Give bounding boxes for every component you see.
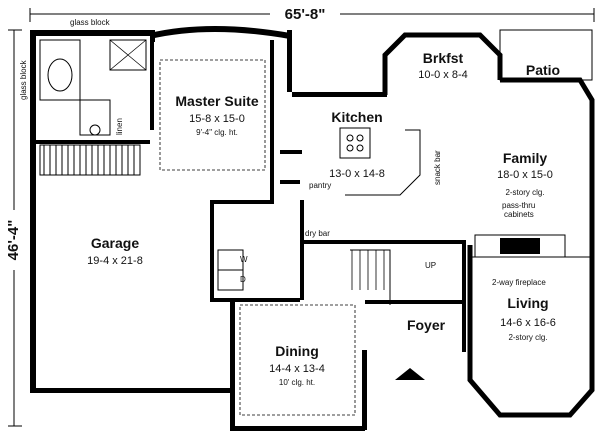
width-label: 65'-8" — [285, 6, 326, 23]
depth-label: 46'-4" — [5, 220, 22, 261]
room-foyer: Foyer — [407, 317, 446, 333]
room-dim: 10-0 x 8-4 — [418, 69, 468, 81]
interior-walls — [36, 30, 466, 352]
linen-note: linen — [115, 118, 124, 135]
fireplace-note: 2-way fireplace — [492, 278, 546, 287]
room-master-suite: Master Suite 15-8 x 15-0 9'-4" clg. ht. — [175, 93, 258, 137]
room-garage: Garage 19-4 x 21-8 — [87, 235, 143, 267]
pantry-note: pantry — [309, 181, 331, 190]
depth-dimension: 46'-4" — [2, 29, 22, 427]
room-note: 2-story clg. — [508, 333, 547, 342]
snack-bar-note: snack bar — [433, 150, 442, 185]
room-dim: 13-0 x 14-8 — [329, 168, 385, 180]
dryer-note: D — [240, 275, 246, 284]
room-name: Foyer — [407, 317, 446, 333]
room-name: Kitchen — [331, 109, 382, 125]
room-name: Living — [507, 295, 548, 311]
up-note: UP — [425, 261, 436, 270]
glass-block-side-note: glass block — [19, 59, 28, 100]
room-name: Patio — [526, 62, 560, 78]
room-name: Brkfst — [423, 50, 464, 66]
glass-block-top-note: glass block — [70, 18, 111, 27]
room-kitchen: Kitchen 13-0 x 14-8 — [329, 109, 385, 180]
pass-thru-note: pass-thru — [502, 201, 535, 210]
dry-bar-note: dry bar — [305, 229, 330, 238]
washer-note: W — [240, 255, 248, 264]
pass-thru-cabinets-note: cabinets — [504, 210, 534, 219]
room-name: Dining — [275, 343, 319, 359]
room-name: Family — [503, 150, 548, 166]
room-dim: 14-4 x 13-4 — [269, 363, 325, 375]
room-dining: Dining 14-4 x 13-4 10' clg. ht. — [269, 343, 325, 387]
room-name: Garage — [91, 235, 139, 251]
exterior-walls — [30, 26, 595, 431]
room-note: 10' clg. ht. — [279, 378, 315, 387]
room-brkfst: Brkfst 10-0 x 8-4 — [418, 50, 468, 81]
room-living: Living 14-6 x 16-6 2-story clg. — [500, 295, 556, 342]
room-note: 9'-4" clg. ht. — [196, 128, 238, 137]
room-family: Family 18-0 x 15-0 2-story clg. — [497, 150, 553, 197]
room-dim: 14-6 x 16-6 — [500, 317, 556, 329]
room-dim: 18-0 x 15-0 — [497, 169, 553, 181]
room-name: Master Suite — [175, 93, 258, 109]
fixtures — [39, 39, 592, 416]
room-dim: 15-8 x 15-0 — [189, 113, 245, 125]
room-patio: Patio — [526, 62, 560, 78]
room-note: 2-story clg. — [505, 188, 544, 197]
room-dim: 19-4 x 21-8 — [87, 255, 143, 267]
width-dimension: 65'-8" — [29, 4, 595, 23]
